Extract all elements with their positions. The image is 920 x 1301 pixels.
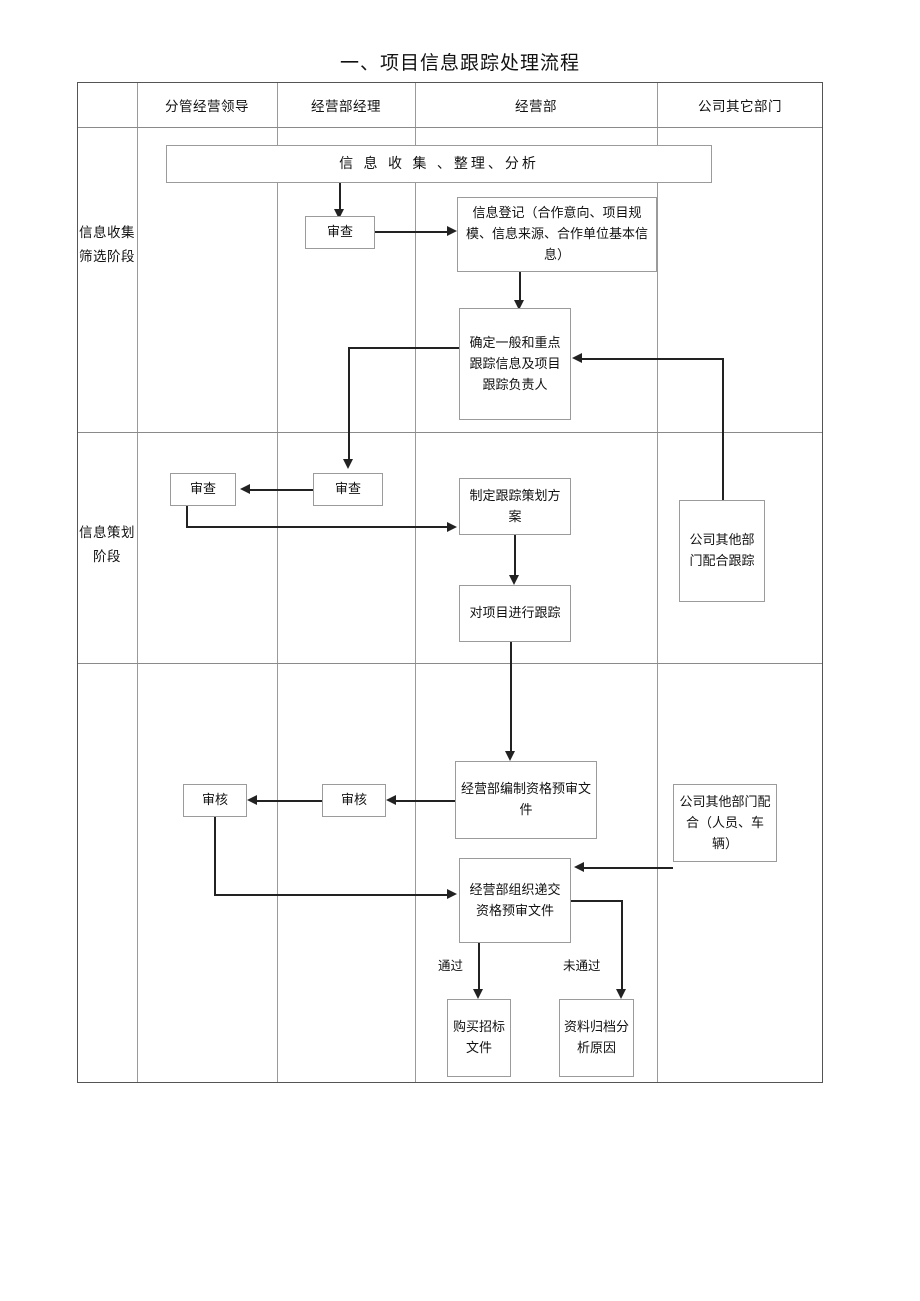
edge-plan-to-track-vertical xyxy=(514,535,516,577)
table-header-other: 公司其它部门 xyxy=(698,98,782,115)
node-information-registration: 信息登记（合作意向、项目规模、信息来源、合作单位基本信息） xyxy=(457,197,657,272)
node-other-dept-support: 公司其他部门配合（人员、车辆） xyxy=(673,784,777,862)
edge-track-to-preparedoc-arrowhead xyxy=(505,751,515,761)
edge-plan-to-track-arrowhead xyxy=(509,575,519,585)
node-prepare-prequalification-doc: 经营部编制资格预审文件 xyxy=(455,761,597,839)
grid-hline-row1 xyxy=(78,432,822,433)
edge-submitdoc-fail-vertical xyxy=(621,900,623,991)
node-review-manager-1: 审查 xyxy=(305,216,375,249)
table-header-manager: 经营部经理 xyxy=(311,98,381,115)
edge-review2leader-to-plan-arrowhead xyxy=(447,522,457,532)
node-review-leader-2: 审查 xyxy=(170,473,236,506)
edge-determine-to-review2-horizontal xyxy=(348,347,459,349)
edge-track-to-preparedoc-vertical xyxy=(510,642,512,753)
edge-review1-to-register-horizontal xyxy=(375,231,451,233)
edge-label-pass: 通过 xyxy=(437,955,465,974)
edge-submitdoc-pass-arrowhead xyxy=(473,989,483,999)
edge-auditmanager-to-auditleader-arrowhead xyxy=(247,795,257,805)
stage-label-collection: 信息收集筛选阶段 xyxy=(79,225,135,265)
node-submit-prequalification-doc: 经营部组织递交资格预审文件 xyxy=(459,858,571,943)
edge-register-to-determine-vertical xyxy=(519,272,521,302)
edge-preparedoc-to-auditmanager-arrowhead xyxy=(386,795,396,805)
node-determine-tracking: 确定一般和重点跟踪信息及项目跟踪负责人 xyxy=(459,308,571,420)
grid-vline-4 xyxy=(657,83,658,1082)
edge-determine-to-review2-vertical xyxy=(348,347,350,461)
node-audit-manager: 审核 xyxy=(322,784,386,817)
edge-otherdept-to-determine-horizontal xyxy=(582,358,724,360)
table-header-department: 经营部 xyxy=(515,98,557,115)
edge-review2manager-to-leader-arrowhead xyxy=(240,484,250,494)
edge-otherdeptsupport-to-submitdoc-horizontal xyxy=(584,867,673,869)
grid-hline-row2 xyxy=(78,663,822,664)
node-tracking-plan: 制定跟踪策划方案 xyxy=(459,478,571,535)
edge-auditleader-to-submitdoc-arrowhead xyxy=(447,889,457,899)
table-header-leader: 分管经营领导 xyxy=(165,98,249,115)
edge-otherdeptsupport-to-submitdoc-arrowhead xyxy=(574,862,584,872)
edge-otherdept-to-determine-arrowhead xyxy=(572,353,582,363)
grid-hline-header xyxy=(78,127,822,128)
edge-auditmanager-to-auditleader-horizontal xyxy=(257,800,322,802)
edge-submitdoc-fail-arrowhead xyxy=(616,989,626,999)
edge-review2manager-to-leader-horizontal xyxy=(250,489,313,491)
edge-review2leader-to-plan-vertical xyxy=(186,506,188,528)
edge-determine-to-review2-arrowhead xyxy=(343,459,353,469)
edge-review1-to-register-arrowhead xyxy=(447,226,457,236)
table-header-blank xyxy=(77,82,137,127)
page-title: 一、项目信息跟踪处理流程 xyxy=(339,52,580,74)
stage-label-third xyxy=(77,800,137,840)
edge-auditleader-to-submitdoc-horizontal xyxy=(214,894,449,896)
edge-register-to-determine-arrowhead xyxy=(514,300,524,310)
edge-otherdept-to-determine-vertical xyxy=(722,358,724,500)
edge-preparedoc-to-auditmanager-horizontal xyxy=(396,800,455,802)
node-audit-leader: 审核 xyxy=(183,784,247,817)
grid-vline-2 xyxy=(277,83,278,1082)
stage-label-planning: 信息策划阶段 xyxy=(79,525,135,565)
edge-label-fail: 未通过 xyxy=(562,955,602,974)
edge-submitdoc-fail-horizontal xyxy=(569,900,623,902)
edge-banner-to-review1-vertical xyxy=(339,183,341,211)
edge-submitdoc-pass-vertical xyxy=(478,943,480,991)
edge-review2leader-to-plan-horizontal xyxy=(186,526,449,528)
node-other-dept-tracking: 公司其他部门配合跟踪 xyxy=(679,500,765,602)
node-buy-tender-document: 购买招标文件 xyxy=(447,999,511,1077)
grid-vline-1 xyxy=(137,83,138,1082)
edge-auditleader-to-submitdoc-vertical xyxy=(214,817,216,896)
node-information-collection-banner: 信 息 收 集 、整理、分析 xyxy=(166,145,712,183)
grid-vline-3 xyxy=(415,83,416,1082)
node-review-manager-2: 审查 xyxy=(313,473,383,506)
edge-banner-to-review1-arrowhead xyxy=(334,209,344,219)
node-project-tracking: 对项目进行跟踪 xyxy=(459,585,571,642)
node-archive-analyze-reason: 资料归档分析原因 xyxy=(559,999,634,1077)
